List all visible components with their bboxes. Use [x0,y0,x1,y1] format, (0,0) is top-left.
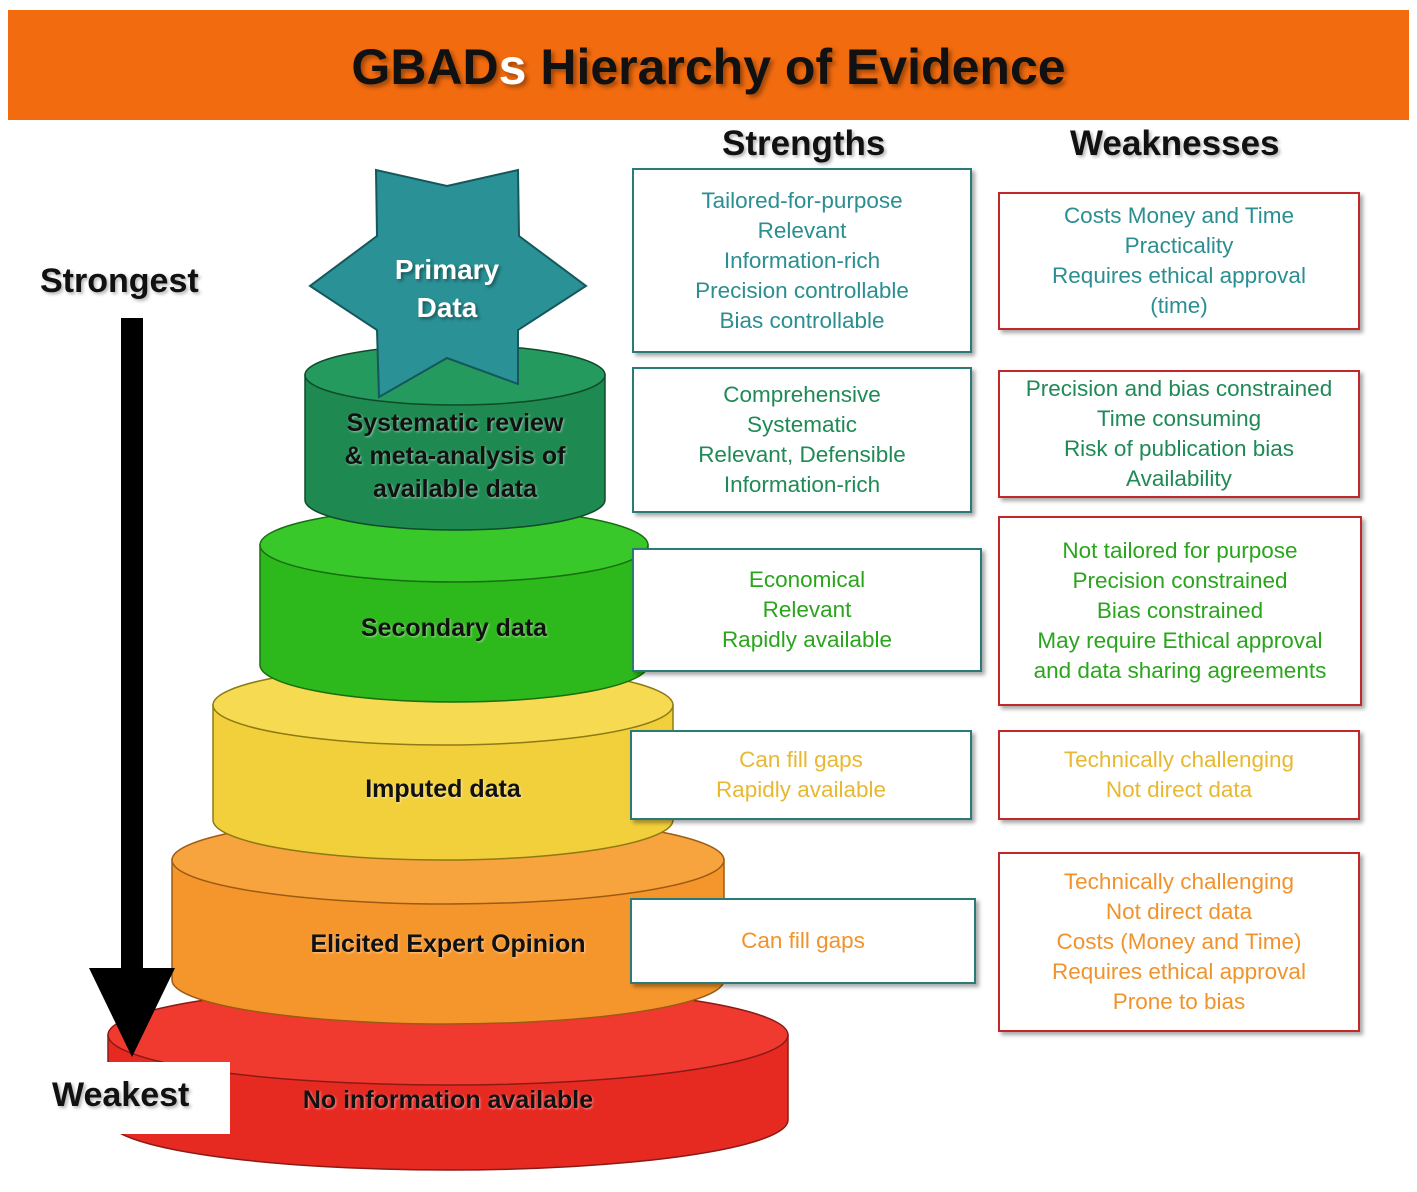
expert-label: Elicited Expert Opinion [310,930,586,958]
title-banner: GBADs Hierarchy of Evidence [8,10,1409,120]
strengths-header: Strengths [722,124,886,163]
weakest-label: Weakest [52,1076,190,1114]
none-label: No information available [302,1086,594,1114]
imputed-label: Imputed data [365,775,521,803]
strength-arrow-icon [89,318,175,1057]
primary-data-star-icon [308,168,588,399]
page-title: GBADs Hierarchy of Evidence [351,39,1066,95]
secondary-label: Secondary data [360,614,548,642]
strongest-label: Strongest [40,262,199,300]
tier-secondary-disk [259,507,649,703]
weakest-label-box: Weakest [40,1062,230,1134]
expert-strengths-box: Can fill gaps [630,898,976,984]
weaknesses-header: Weaknesses [1070,124,1280,163]
